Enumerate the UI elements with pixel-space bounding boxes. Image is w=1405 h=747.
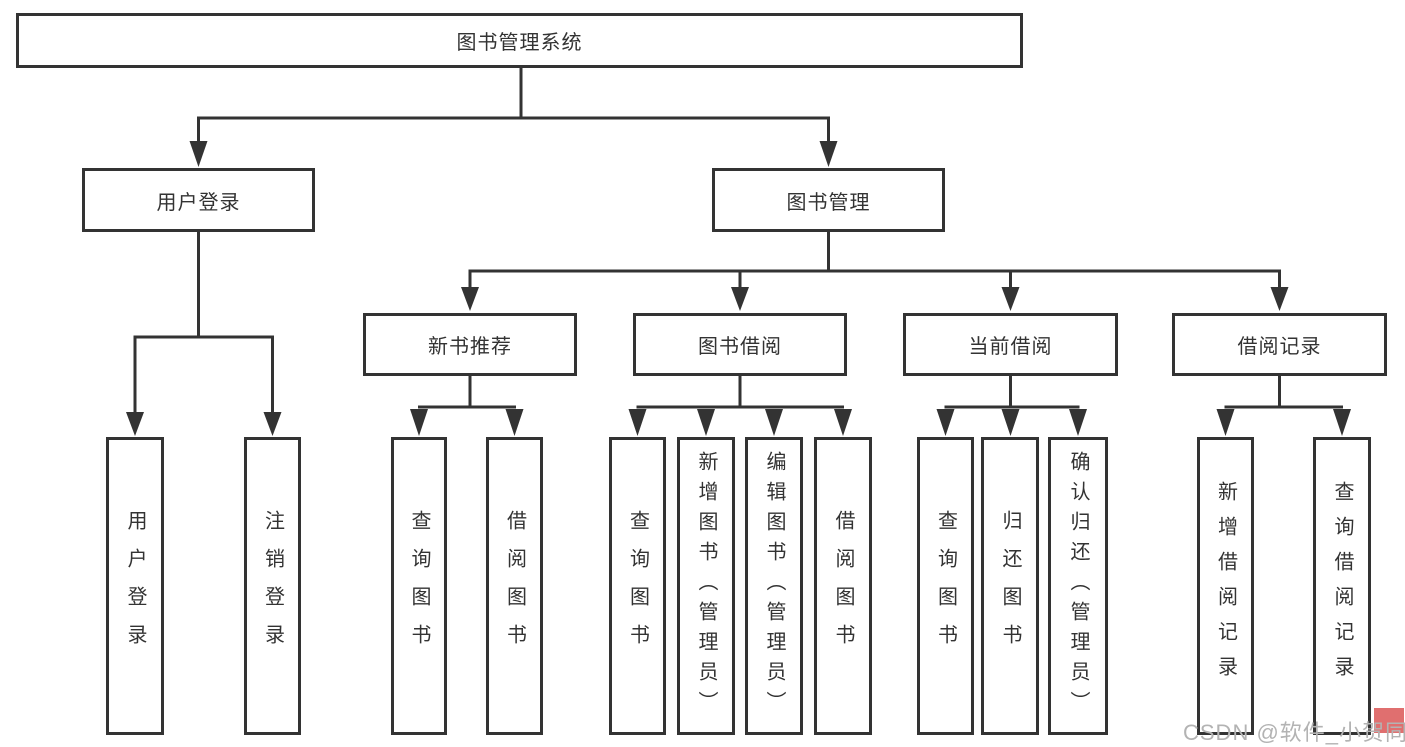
node-label: 新增借阅记录 [1214,481,1237,691]
node-label: 当前借阅 [968,336,1053,358]
arrowhead [1270,287,1289,311]
node-borrow-borrow-book: 借阅图书 [814,437,872,735]
node-label: 新增图书（管理员） [695,451,717,721]
node-add-book-admin: 新增图书（管理员） [677,437,735,735]
node-label: 注销登录 [261,510,284,662]
node-label: 查询图书 [934,510,957,662]
node-user-login: 用户登录 [82,168,315,232]
arrowhead [936,409,955,436]
node-label: 借阅图书 [832,510,854,662]
node-label: 确认归还（管理员） [1067,451,1089,721]
node-new-book-recommend: 新书推荐 [363,313,577,376]
node-label: 图书管理系统 [456,32,583,54]
node-label: 编辑图书（管理员） [763,451,785,721]
watermark-accent-patch [1374,708,1404,733]
arrowhead [461,287,479,311]
node-label: 图书借阅 [698,336,782,358]
arrowhead [819,141,838,167]
node-book-management: 图书管理 [712,168,945,232]
node-label: 用户登录 [124,510,146,662]
arrowhead [189,141,208,167]
arrowhead [1333,409,1351,436]
arrowhead [410,409,428,436]
node-logout: 注销登录 [244,437,301,735]
arrowhead [1001,287,1020,311]
arrowhead [505,409,524,436]
arrowhead [765,409,783,436]
node-recommend-borrow-book: 借阅图书 [486,437,543,735]
arrowhead [697,409,715,436]
node-label: 归还图书 [999,510,1021,662]
arrowhead [1001,409,1020,436]
arrowhead [628,409,647,436]
node-label: 借阅图书 [503,510,526,662]
node-label: 查询图书 [626,510,649,662]
node-add-borrow-record: 新增借阅记录 [1197,437,1254,735]
node-root: 图书管理系统 [16,13,1023,68]
arrowhead [1069,409,1087,436]
node-confirm-return-admin: 确认归还（管理员） [1048,437,1108,735]
node-label: 查询图书 [408,510,430,662]
node-current-borrow: 当前借阅 [903,313,1118,376]
node-login: 用户登录 [106,437,164,735]
node-query-borrow-record: 查询借阅记录 [1313,437,1371,735]
arrowhead [834,409,852,436]
arrowhead [126,412,144,436]
node-borrow-records: 借阅记录 [1172,313,1387,376]
arrowhead [1216,409,1235,436]
node-label: 查询借阅记录 [1331,481,1353,691]
node-return-book: 归还图书 [981,437,1039,735]
arrowhead [263,412,282,436]
node-label: 新书推荐 [428,336,512,358]
node-book-borrow: 图书借阅 [633,313,847,376]
arrowhead [731,287,749,311]
node-current-query-book: 查询图书 [917,437,974,735]
node-borrow-query-book: 查询图书 [609,437,666,735]
node-label: 图书管理 [786,191,871,214]
node-recommend-query-book: 查询图书 [391,437,447,735]
watermark: CSDN @软件_小贺同学 [1183,720,1405,745]
node-label: 用户登录 [156,191,241,214]
node-edit-book-admin: 编辑图书（管理员） [745,437,803,735]
node-label: 借阅记录 [1237,336,1322,358]
